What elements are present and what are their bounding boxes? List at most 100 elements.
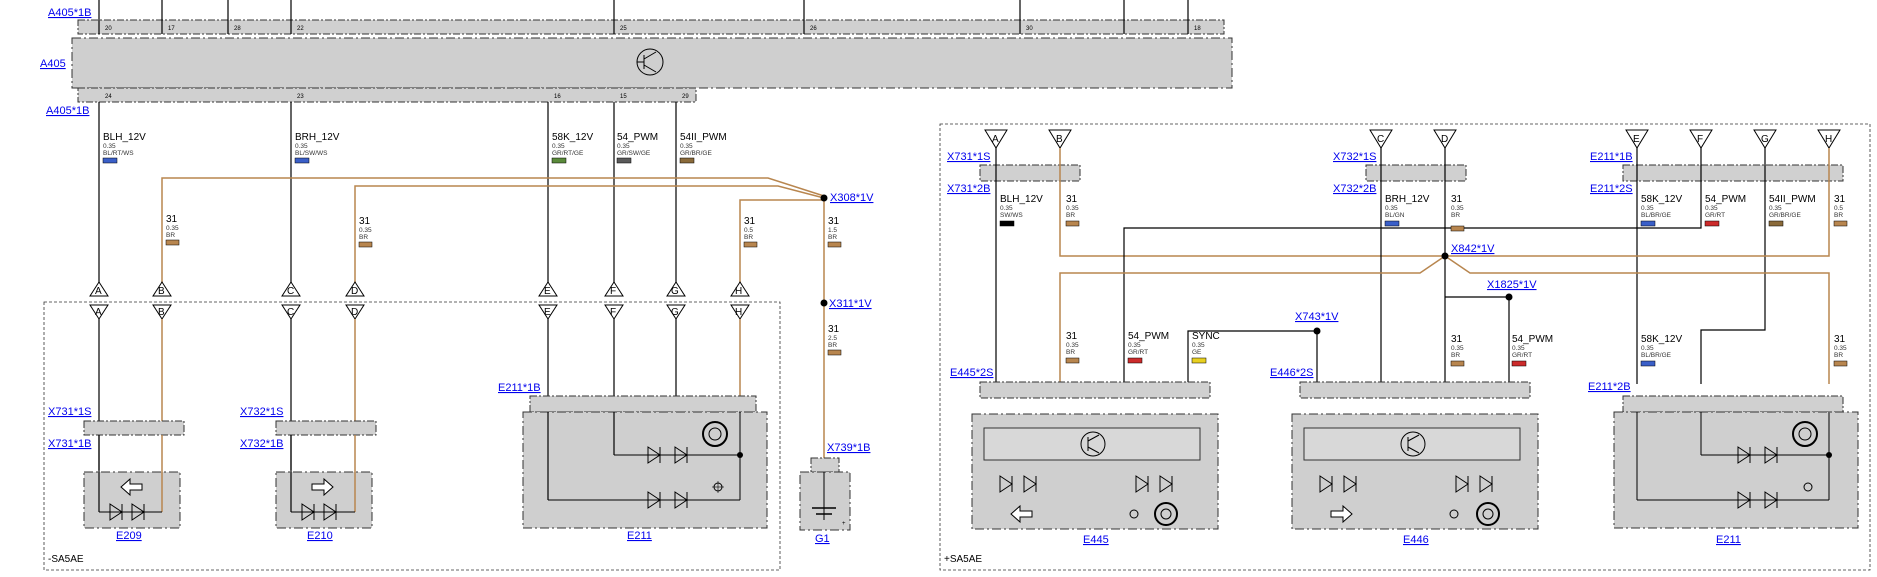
- e211-1b-link[interactable]: E211*1B: [498, 382, 541, 394]
- e446-link[interactable]: E446: [1403, 534, 1429, 546]
- a405-bottom-connector-link[interactable]: A405*1B: [46, 105, 89, 117]
- arrow-right-icon: [311, 477, 334, 497]
- e209-link[interactable]: E209: [116, 530, 142, 542]
- x739-connector: [810, 457, 840, 473]
- e211-2s-link[interactable]: E211*2S: [1590, 183, 1633, 195]
- svg-text:C: C: [287, 307, 294, 318]
- svg-text:0.35: 0.35: [359, 227, 372, 234]
- fog-light-icon: [1476, 502, 1500, 526]
- svg-text:B: B: [1056, 134, 1063, 145]
- svg-text:18: 18: [1194, 26, 1201, 32]
- svg-text:0.35: 0.35: [103, 143, 116, 150]
- e445-2s-link[interactable]: E445*2S: [950, 367, 993, 379]
- sun-icon: [1449, 509, 1459, 519]
- svg-text:0.35: 0.35: [1192, 342, 1205, 349]
- svg-text:17: 17: [168, 26, 175, 32]
- right-letter-markers: A B C D E F G H: [984, 129, 1841, 149]
- svg-text:0.35: 0.35: [1385, 205, 1398, 212]
- e446-driver: [1303, 427, 1521, 461]
- e211-right-circuit: [1636, 412, 1832, 509]
- right-wiring: [995, 148, 1830, 384]
- svg-text:31: 31: [166, 214, 178, 225]
- x731-2b-link[interactable]: X731*2B: [947, 183, 990, 195]
- svg-text:0.5: 0.5: [744, 227, 753, 234]
- x731-right-connector: [979, 164, 1081, 182]
- g1-link[interactable]: G1: [815, 533, 830, 545]
- e211-1b-right-link[interactable]: E211*1B: [1590, 151, 1633, 163]
- e211-right-link[interactable]: E211: [1716, 534, 1741, 546]
- svg-text:54_PWM: 54_PWM: [617, 132, 658, 143]
- x731-1b-link[interactable]: X731*1B: [48, 438, 91, 450]
- e446-connector: [1299, 381, 1531, 399]
- svg-text:1.5: 1.5: [828, 227, 837, 234]
- x1825-splice-link[interactable]: X1825*1V: [1487, 279, 1537, 291]
- svg-text:B: B: [158, 286, 165, 297]
- e211-left-link[interactable]: E211: [627, 530, 652, 542]
- svg-text:0.35: 0.35: [552, 143, 565, 150]
- svg-text:BR: BR: [744, 234, 753, 241]
- svg-text:GR/RT: GR/RT: [1705, 212, 1725, 219]
- svg-text:0.35: 0.35: [1451, 205, 1464, 212]
- right-variant-group: [939, 123, 1871, 571]
- a405-top-connector-link[interactable]: A405*1B: [48, 7, 91, 19]
- e445-link[interactable]: E445: [1083, 534, 1109, 546]
- svg-text:GR/SW/GE: GR/SW/GE: [617, 150, 651, 157]
- svg-text:SYNC: SYNC: [1192, 331, 1220, 342]
- arrow-left-icon: [1010, 504, 1033, 524]
- e210-link[interactable]: E210: [307, 530, 333, 542]
- x311-splice-link[interactable]: X311*1V: [829, 298, 872, 310]
- svg-text:26: 26: [810, 26, 817, 32]
- x732-1s-link[interactable]: X732*1S: [240, 406, 283, 418]
- svg-text:31: 31: [1451, 334, 1463, 345]
- svg-text:BR: BR: [828, 234, 837, 241]
- svg-text:25: 25: [620, 26, 627, 32]
- x732-1s-right-link[interactable]: X732*1S: [1333, 151, 1376, 163]
- e211-2b-link[interactable]: E211*2B: [1588, 381, 1631, 393]
- svg-text:+: +: [842, 521, 846, 527]
- svg-text:54II_PWM: 54II_PWM: [680, 132, 727, 143]
- e211-left-lamp-box: [522, 411, 768, 529]
- x732-1b-link[interactable]: X732*1B: [240, 438, 283, 450]
- svg-text:31: 31: [744, 216, 756, 227]
- svg-text:BR: BR: [1451, 212, 1460, 219]
- arrow-left-icon: [120, 477, 143, 497]
- svg-text:G: G: [671, 307, 679, 318]
- transistor-icon: [1400, 431, 1426, 457]
- x739-link[interactable]: X739*1B: [827, 442, 870, 454]
- svg-text:BL/RT/WS: BL/RT/WS: [103, 150, 134, 157]
- left-ground-labels: 31 0.35 BR 31 0.35 BR 31 0.5 BR 31 1.5 B…: [165, 214, 842, 356]
- a405-module-link[interactable]: A405: [40, 58, 66, 70]
- x731-1s-link[interactable]: X731*1S: [48, 406, 91, 418]
- svg-text:0.35: 0.35: [1641, 345, 1654, 352]
- x308-splice-link[interactable]: X308*1V: [830, 192, 874, 204]
- svg-text:BLH_12V: BLH_12V: [1000, 194, 1043, 205]
- svg-text:0.35: 0.35: [166, 225, 179, 232]
- left-variant-label: -SA5AE: [48, 554, 84, 565]
- led-icon: [98, 435, 163, 521]
- svg-text:H: H: [735, 286, 742, 297]
- svg-text:E: E: [544, 286, 551, 297]
- svg-text:54_PWM: 54_PWM: [1128, 331, 1169, 342]
- svg-text:BR: BR: [1066, 212, 1075, 219]
- svg-text:E: E: [1633, 134, 1640, 145]
- svg-text:BR: BR: [166, 232, 175, 239]
- svg-text:B: B: [158, 307, 165, 318]
- x743-splice-link[interactable]: X743*1V: [1295, 311, 1339, 323]
- svg-text:31: 31: [1066, 331, 1078, 342]
- x732-2b-link[interactable]: X732*2B: [1333, 183, 1376, 195]
- svg-text:BL/BR/GE: BL/BR/GE: [1641, 212, 1672, 219]
- svg-text:E: E: [544, 307, 551, 318]
- svg-text:C: C: [1377, 134, 1384, 145]
- e445-driver: [983, 427, 1201, 461]
- right-variant-label: +SA5AE: [944, 554, 982, 565]
- svg-text:A: A: [95, 307, 102, 318]
- svg-text:G: G: [1761, 134, 1769, 145]
- svg-text:54II_PWM: 54II_PWM: [1769, 194, 1816, 205]
- led-icon: [1319, 475, 1493, 493]
- svg-text:31: 31: [1834, 194, 1846, 205]
- svg-text:G: G: [671, 286, 679, 297]
- x842-splice-link[interactable]: X842*1V: [1451, 243, 1495, 255]
- e446-2s-link[interactable]: E446*2S: [1270, 367, 1313, 379]
- x731-1s-right-link[interactable]: X731*1S: [947, 151, 990, 163]
